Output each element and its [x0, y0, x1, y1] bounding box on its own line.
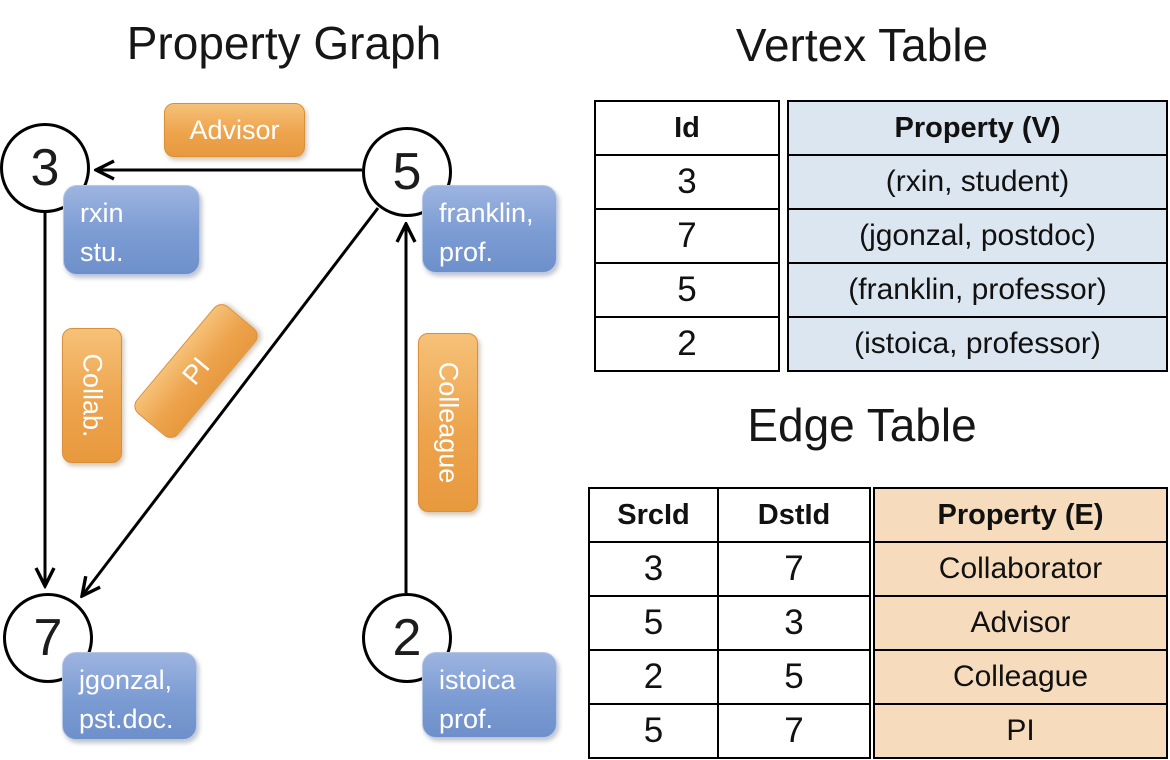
edge-src-cell: 5 — [588, 703, 719, 759]
vertex-label-line: prof. — [439, 237, 494, 268]
node-2: 2 — [362, 593, 452, 683]
vertex-property-cell: (istoica, professor) — [787, 316, 1168, 372]
node-5-id: 5 — [392, 143, 422, 201]
vertex-table-header-id: Id — [594, 100, 780, 156]
edge-label-text: Collab. — [77, 353, 108, 438]
vertex-label-istoica: istoica prof. — [422, 652, 557, 738]
vertex-table-property-column: Property (V) (rxin, student) (jgonzal, p… — [787, 100, 1168, 372]
vertex-id-cell: 7 — [594, 208, 780, 264]
vertex-property-cell: (rxin, student) — [787, 154, 1168, 210]
vertex-property-cell: (franklin, professor) — [787, 262, 1168, 318]
edge-table-id-columns: SrcId DstId 3 7 5 3 2 5 5 7 — [588, 487, 871, 759]
edge-table-header-srcid: SrcId — [588, 487, 719, 543]
node-7-id: 7 — [33, 609, 63, 667]
property-graph-title: Property Graph — [126, 17, 442, 69]
vertex-table-title: Vertex Table — [735, 19, 989, 71]
vertex-label-rxin: rxin stu. — [63, 185, 200, 275]
vertex-id-cell: 5 — [594, 262, 780, 318]
edge-dst-cell: 7 — [717, 703, 871, 759]
edge-src-cell: 2 — [588, 649, 719, 705]
edge-src-cell: 5 — [588, 595, 719, 651]
edge-label-colleague: Colleague — [418, 333, 478, 512]
edge-pi-5-to-7 — [82, 207, 380, 596]
edge-property-cell: Collaborator — [873, 541, 1168, 597]
node-3-id: 3 — [30, 139, 60, 197]
edge-label-collab: Collab. — [62, 328, 122, 463]
vertex-id-cell: 2 — [594, 316, 780, 372]
edge-property-cell: Colleague — [873, 649, 1168, 705]
edge-label-text: Advisor — [189, 114, 280, 145]
vertex-table-header-property: Property (V) — [787, 100, 1168, 156]
edge-label-text: PI — [175, 351, 216, 391]
vertex-property-cell: (jgonzal, postdoc) — [787, 208, 1168, 264]
edge-table-title: Edge Table — [747, 399, 977, 451]
vertex-label-line: franklin, — [439, 198, 534, 228]
vertex-label-line: pst.doc. — [79, 704, 174, 735]
edge-label-advisor: Advisor — [164, 103, 305, 157]
edge-table-property-column: Property (E) Collaborator Advisor Collea… — [873, 487, 1168, 759]
edge-table-header-dstid: DstId — [717, 487, 871, 543]
edge-table-header-property: Property (E) — [873, 487, 1168, 543]
edge-dst-cell: 5 — [717, 649, 871, 705]
node-5: 5 — [362, 127, 452, 217]
vertex-label-jgonzal: jgonzal, pst.doc. — [62, 652, 197, 740]
node-2-id: 2 — [392, 609, 422, 667]
vertex-label-line: prof. — [439, 704, 494, 735]
vertex-label-line: rxin — [80, 198, 124, 228]
vertex-table-id-column: Id 3 7 5 2 — [594, 100, 780, 372]
vertex-label-franklin: franklin, prof. — [422, 185, 557, 273]
vertex-label-line: stu. — [80, 237, 124, 268]
edge-property-cell: PI — [873, 703, 1168, 759]
graph-edges-layer — [0, 0, 560, 760]
edge-dst-cell: 7 — [717, 541, 871, 597]
edge-dst-cell: 3 — [717, 595, 871, 651]
vertex-id-cell: 3 — [594, 154, 780, 210]
vertex-label-line: jgonzal, — [79, 665, 173, 695]
vertex-label-line: istoica — [439, 665, 516, 695]
edge-property-cell: Advisor — [873, 595, 1168, 651]
edge-label-text: Colleague — [433, 361, 464, 484]
edge-src-cell: 3 — [588, 541, 719, 597]
